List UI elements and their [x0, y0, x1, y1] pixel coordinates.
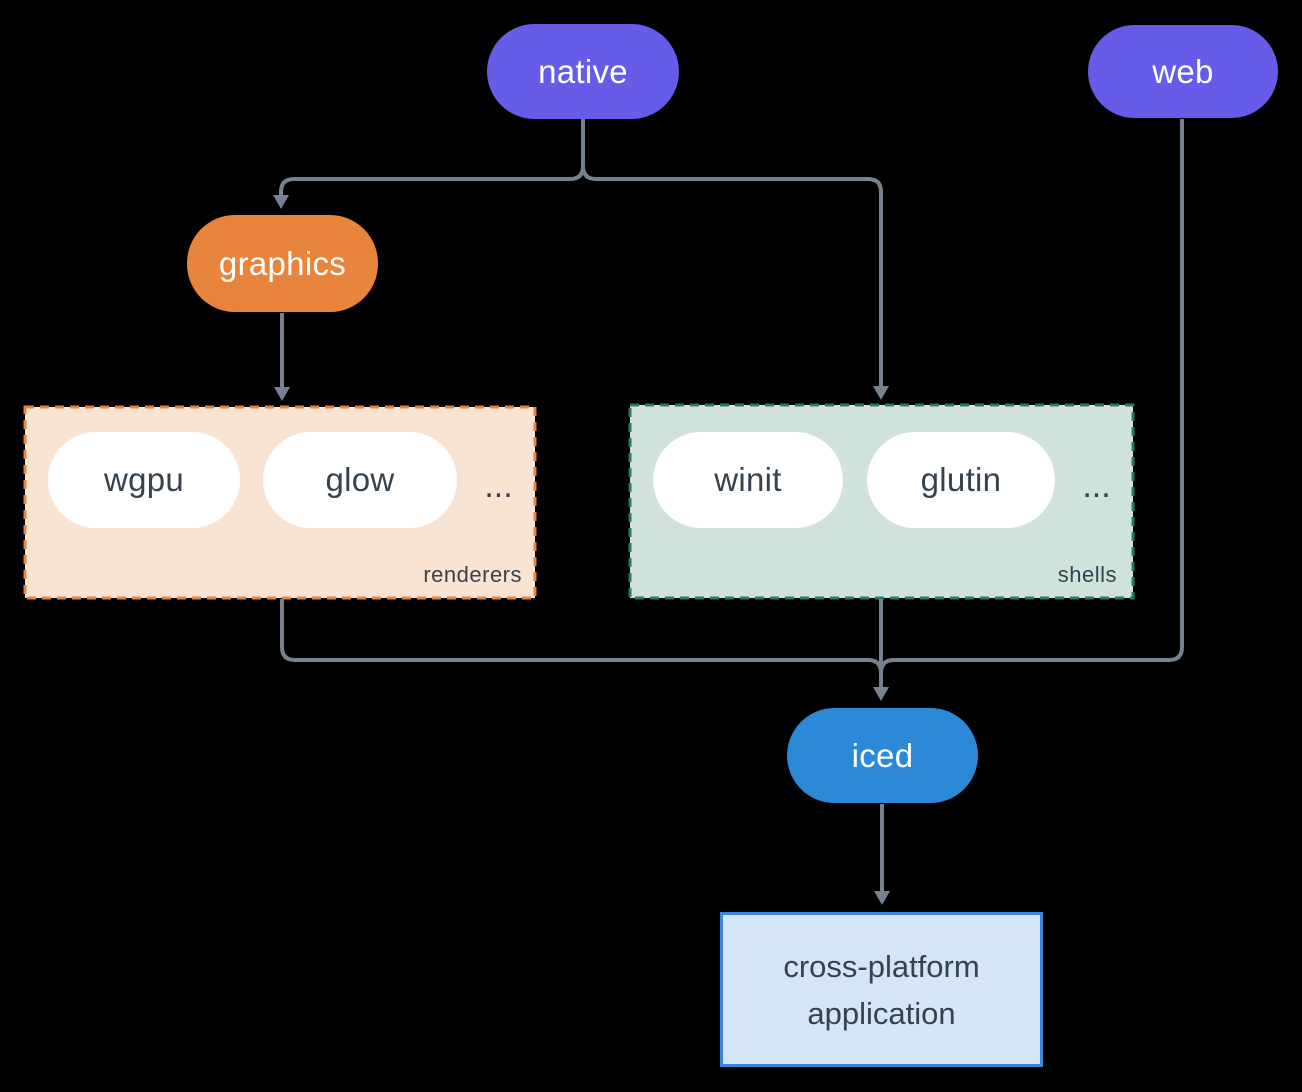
- node-winit: winit: [653, 432, 843, 528]
- arrowhead-renderers: [274, 387, 290, 401]
- node-native: native: [487, 24, 679, 119]
- renderers-group-label: renderers: [423, 562, 522, 587]
- renderers-group: wgpu glow ... renderers: [25, 407, 535, 598]
- edge-native-to-shells: [581, 119, 883, 387]
- node-web: web: [1088, 25, 1278, 118]
- node-glutin-label: glutin: [920, 461, 1002, 498]
- arrowhead-shells: [873, 386, 889, 400]
- arrowhead-app: [874, 891, 890, 905]
- edge-renderers-to-iced: [280, 599, 883, 688]
- arrowhead-graphics: [273, 195, 289, 209]
- node-graphics-label: graphics: [218, 244, 347, 282]
- node-native-label: native: [538, 52, 628, 90]
- node-graphics: graphics: [187, 215, 378, 312]
- shells-group-label: shells: [1057, 562, 1117, 587]
- node-winit-label: winit: [714, 461, 782, 498]
- app-label-line1: cross-platform: [783, 948, 980, 984]
- arrowhead-iced: [873, 687, 889, 701]
- shells-ellipsis: ...: [1082, 466, 1111, 505]
- node-wgpu: wgpu: [48, 432, 240, 528]
- node-web-label: web: [1152, 52, 1214, 90]
- node-glow-label: glow: [325, 461, 395, 498]
- edge-native-to-graphics: [279, 119, 585, 196]
- node-iced-label: iced: [851, 736, 914, 774]
- app-label-line2: application: [807, 995, 956, 1031]
- node-glow: glow: [263, 432, 457, 528]
- renderers-ellipsis: ...: [484, 466, 513, 505]
- node-wgpu-label: wgpu: [103, 461, 185, 498]
- node-cross-platform-application: cross-platform application: [720, 912, 1043, 1067]
- node-iced: iced: [787, 708, 978, 803]
- node-glutin: glutin: [867, 432, 1055, 528]
- shells-group: winit glutin ... shells: [630, 405, 1133, 598]
